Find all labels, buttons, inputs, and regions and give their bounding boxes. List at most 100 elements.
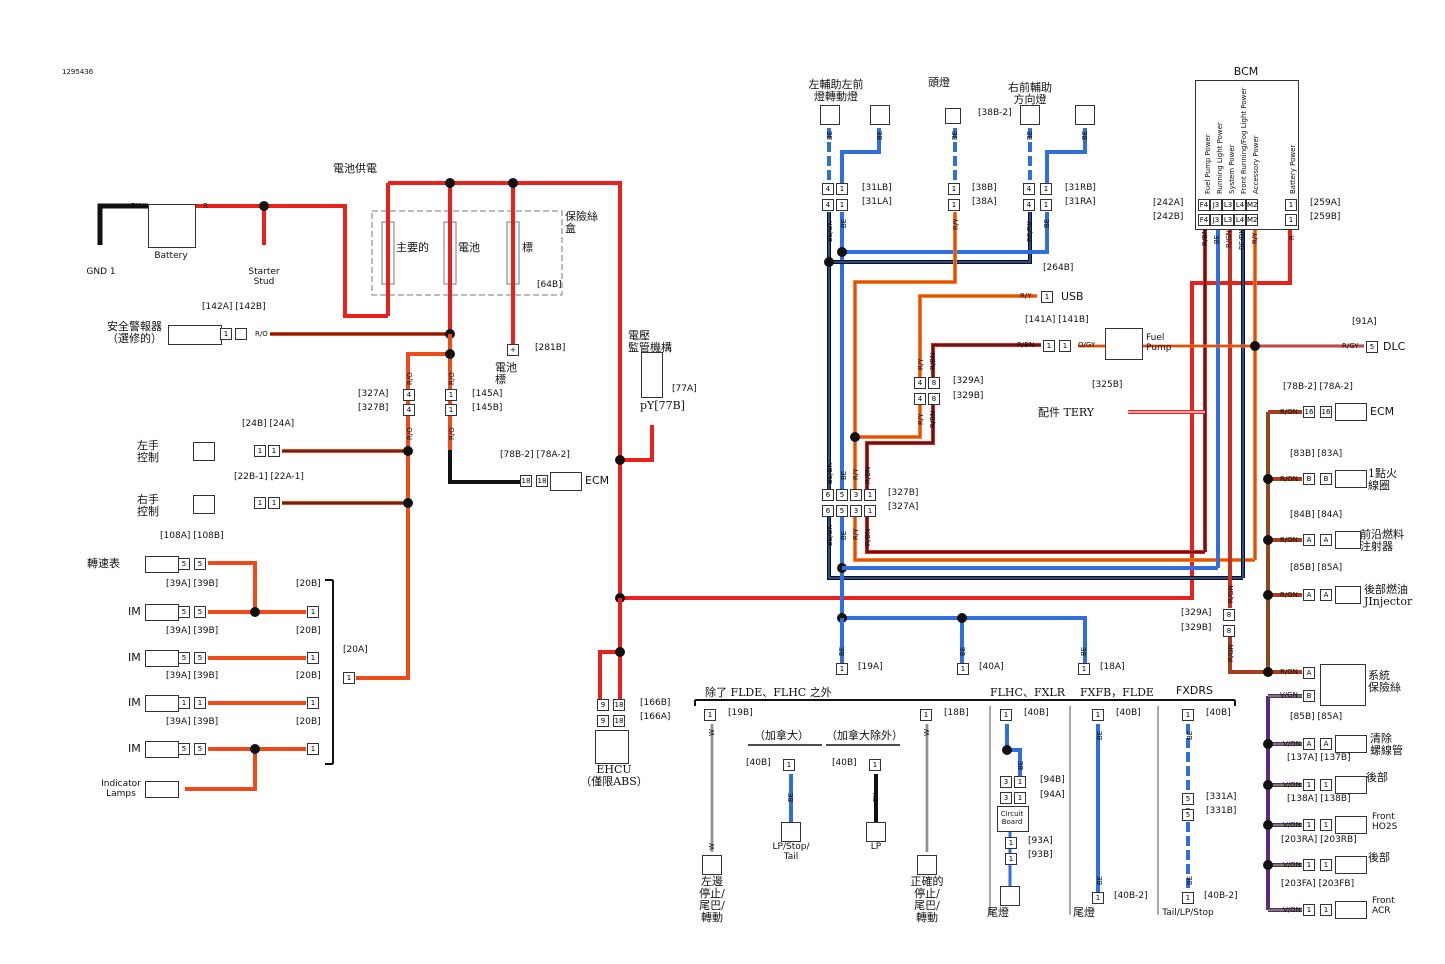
pin-331b: 5 (1182, 809, 1194, 821)
connector-83: [83B] [83A] (1290, 449, 1343, 459)
node-829-262 (824, 257, 834, 267)
pin-31rb-1: 1 (1040, 183, 1052, 195)
wire-tag-w-left: W (708, 729, 716, 736)
wire-tag-be-fxdrs-b: BE (1186, 875, 1194, 885)
front-acr-label: Front ACR (1372, 896, 1395, 916)
pin-327b-5: 5 (836, 489, 848, 501)
wire-be-flhc (1005, 724, 1022, 776)
rear-injector-label: 後部燃油 JInjector (1364, 583, 1413, 609)
lp-box (866, 822, 886, 842)
pin-142a: 1 (220, 328, 232, 340)
pin-264b: 1 (1041, 291, 1053, 303)
left-front-aux-label: 左輔助左前 燈轉動燈 (808, 78, 864, 104)
pin-83a: B (1320, 473, 1332, 485)
tail-lamp-2-label: 尾燈 (1073, 906, 1095, 919)
node-620-652 (615, 647, 625, 657)
connector-264b: [264B] (1043, 263, 1074, 273)
connector-19a: [19A] (858, 662, 883, 672)
connector-331b: [331B] (1206, 806, 1237, 816)
voltage-monitor-label: 電壓 監管機構 (628, 329, 672, 355)
fxdrs-label: FXDRS (1176, 684, 1213, 697)
lp-stop-tail-label: LP/Stop/ Tail (772, 842, 810, 862)
bcm-pin-box: F4 (1198, 199, 1210, 211)
indicator-lamps-label: Indicator Lamps (101, 779, 141, 799)
pin-78b-right: 16 (1303, 406, 1315, 418)
wire-tag-w-right: W (923, 729, 931, 736)
connector-325b: [325B] (1092, 380, 1123, 390)
wire-tag-rbn-2: R/BN (929, 410, 937, 428)
pin-329a-right: 8 (1223, 609, 1235, 621)
battery-symbol (148, 204, 196, 248)
right-control-label: 右手 控制 (137, 493, 159, 519)
wire-color-r: R (203, 202, 208, 210)
wire-tag-ry-4: R/Y (852, 468, 860, 481)
circuit-board-box (997, 806, 1029, 832)
connector-329a: [329A] (953, 376, 984, 386)
wire-tag-rgn-3: R/GN (1227, 644, 1235, 662)
node-ro-503 (403, 498, 413, 508)
pin-39a-4: 5 (178, 743, 190, 755)
node-fuse-battery (445, 178, 455, 188)
wire-tag-be-10: BE (838, 646, 846, 656)
purge-valve-label: 清除 螺線管 (1370, 732, 1403, 758)
fuel-pump-box (1105, 328, 1143, 360)
connector-327a-left: [327A] (358, 389, 389, 399)
wire-battery-red (194, 204, 388, 318)
connector-38a: [38A] (972, 197, 997, 207)
connector-18b: [18B] (944, 708, 969, 718)
system-fuse-label: 系統 保險絲 (1368, 669, 1401, 695)
wire-tag-ry-2: R/Y (917, 358, 925, 371)
im-label-4: IM (128, 742, 141, 755)
connector-77b: pY[77B] (640, 399, 685, 412)
wire-tag-be-3: BE (951, 130, 959, 140)
connector-77a: [77A] (672, 384, 697, 394)
wire-tag-be-6: BE (840, 218, 848, 228)
ehcu-label: EHCU （僅限ABS） (580, 763, 648, 789)
pin-40a: 1 (957, 663, 969, 675)
dlc-label: DLC (1383, 340, 1406, 353)
connector-39-1: [39A] [39B] (166, 579, 219, 589)
bcm-pin-name: Accessory Power (1252, 135, 1260, 194)
connector-145a: [145A] (472, 389, 503, 399)
rear-label-1: 後部 (1366, 771, 1388, 784)
ecm-left-box (550, 472, 582, 491)
lp-stop-tail-box (781, 822, 801, 842)
except-flde-label: 除了 FLDE、FLHC 之外 (705, 686, 832, 699)
wire-rbn-fuel-stripe (932, 344, 1041, 377)
pin-166a-18: 18 (613, 715, 625, 727)
wire-tag-rgn-fuse: R/GN (1280, 668, 1298, 676)
wire-ehcu-feed-b (598, 650, 620, 700)
wire-be-right (842, 212, 1049, 254)
wire-rbn-327 (865, 516, 1205, 554)
wire-tag-ry-3: R/Y (917, 413, 925, 426)
wire-ry-lower (855, 402, 922, 439)
wire-ry-lower-stripe (855, 402, 921, 438)
pin-purge-b: A (1303, 738, 1315, 750)
node-vgn-1 (1263, 780, 1273, 790)
connector-40b2-a: [40B-2] (1114, 891, 1148, 901)
pin-85a: A (1320, 589, 1332, 601)
connector-327b-mid: [327B] (888, 488, 919, 498)
node-1268-540 (1263, 535, 1273, 545)
wire-tag-be-canada: BE (787, 792, 795, 802)
bcm-label: BCM (1233, 65, 1259, 78)
pin-84a: A (1320, 534, 1332, 546)
bcm-pin-name: Running Light Power (1216, 122, 1224, 194)
rear-label-2: 後部 (1368, 851, 1390, 864)
circuit-board-label: Circuit Board (1000, 810, 1024, 826)
connector-242b: [242B] (1153, 212, 1184, 222)
wire-tag-bebk-5: BE/BK (1238, 229, 1246, 250)
wire-ry-headlamp-stripe (854, 212, 956, 489)
pin-141a: 1 (1043, 340, 1055, 352)
bcm-pin-battery-b: 1 (1285, 214, 1297, 226)
connector-85: [85B] [85A] (1290, 563, 1343, 573)
pin-281b: + (507, 344, 519, 356)
connector-18a: [18A] (1100, 662, 1125, 672)
wire-tag-vgn-ho2s: V/GN (1283, 821, 1301, 829)
wire-color-ro: R/O (255, 330, 268, 338)
indicator-lamps-box (145, 781, 179, 798)
node-1255-346 (1250, 341, 1260, 351)
battery-mark-label: 電池 標 (495, 361, 517, 387)
wire-tag-rgn-1: R/GN (1225, 230, 1233, 248)
fuse-battery-label: 電池 (458, 241, 480, 254)
